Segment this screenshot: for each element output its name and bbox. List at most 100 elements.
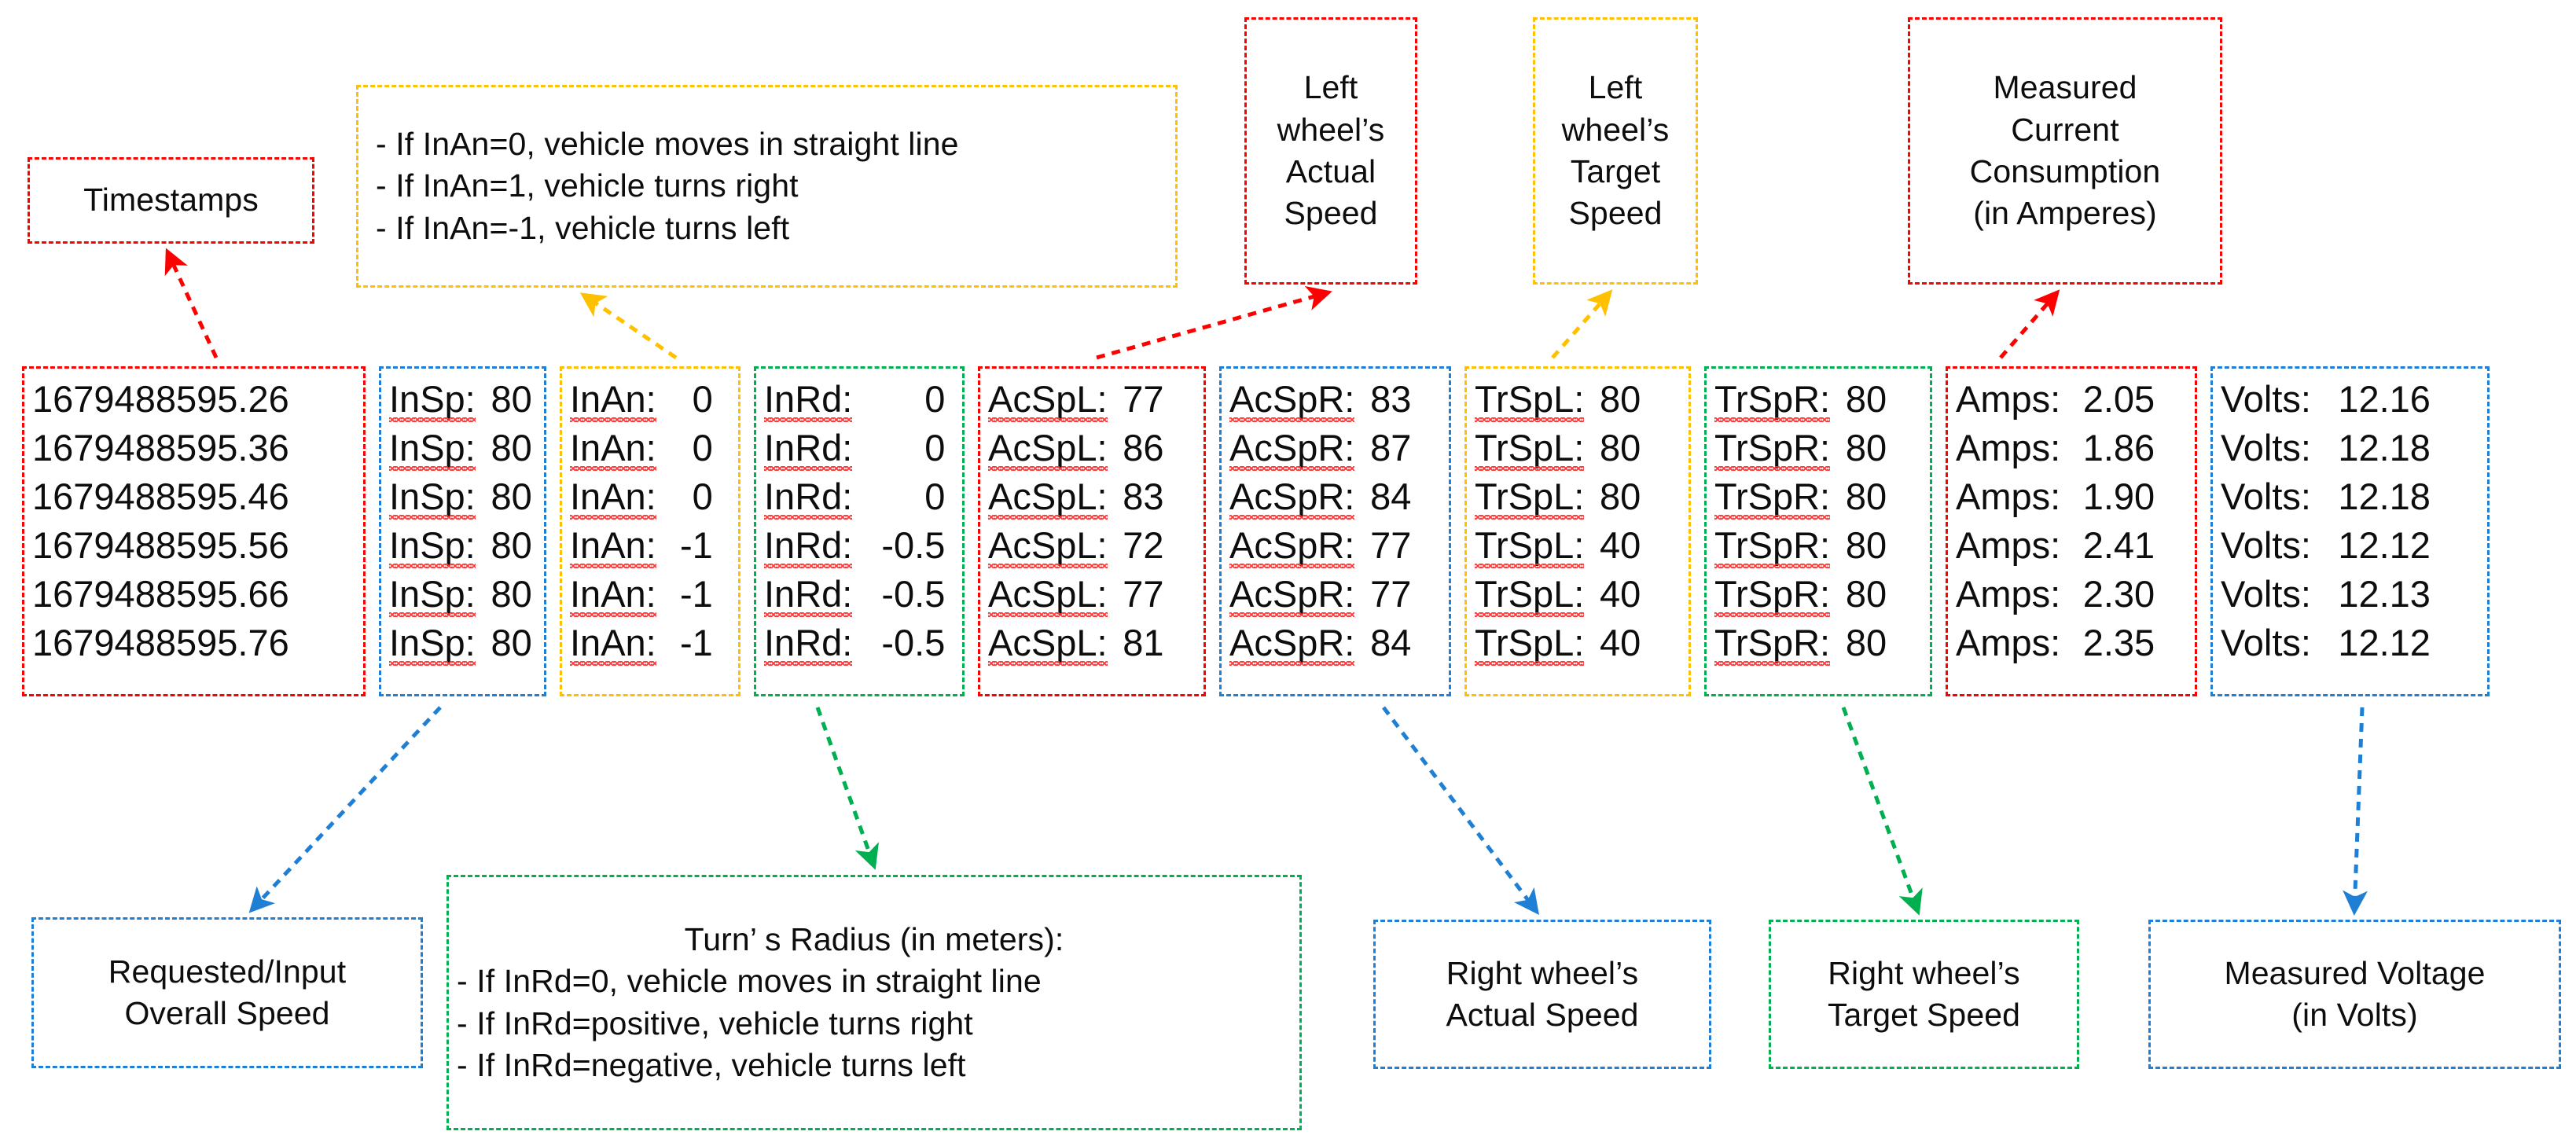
arrow-left-actual-speed — [1096, 285, 1332, 360]
callout-input-overall-speed: Requested/Input Overall Speed — [31, 917, 423, 1068]
field-value-volts: 12.12 — [2338, 524, 2431, 566]
field-label-insp: InSp: — [389, 472, 476, 521]
log-cell: InSp:80 — [389, 619, 538, 667]
arrow-input-overall-speed — [248, 706, 442, 913]
field-label-acspl: AcSpL: — [988, 424, 1108, 472]
callout-input-angle-rules: - If InAn=0, vehicle moves in straight l… — [356, 85, 1178, 288]
field-label-acspr: AcSpR: — [1229, 375, 1355, 424]
callout-line: - If InRd=positive, vehicle turns right — [457, 1005, 973, 1041]
arrow-measured-current — [1999, 289, 2060, 359]
callout-measured-voltage: Measured Voltage (in Volts) — [2148, 920, 2561, 1069]
field-value-trspl: 40 — [1600, 573, 1641, 615]
field-value-timestamp: 1679488595.56 — [32, 524, 289, 566]
field-value-inrd: 0 — [924, 476, 946, 517]
callout-line: Actual Speed — [1446, 997, 1639, 1033]
field-value-timestamp: 1679488595.76 — [32, 622, 289, 663]
field-label-insp: InSp: — [389, 570, 476, 619]
log-cell: AcSpL:77 — [988, 570, 1197, 619]
field-label-acspr: AcSpR: — [1229, 570, 1355, 619]
callout-measured-current-consumption: Measured Current Consumption (in Amperes… — [1908, 17, 2222, 285]
field-value-inan: -1 — [679, 524, 713, 566]
field-label-inan: InAn: — [570, 424, 656, 472]
callout-line: - If InAn=0, vehicle moves in straight l… — [376, 126, 959, 163]
log-cell: 1679488595.46 — [32, 472, 357, 521]
field-label-insp: InSp: — [389, 424, 476, 472]
arrow-right-actual-speed — [1382, 706, 1539, 915]
field-label-acspl: AcSpL: — [988, 619, 1108, 667]
field-label-inrd: InRd: — [764, 424, 853, 472]
field-value-acspr: 87 — [1370, 427, 1412, 468]
callout-line: Timestamps — [83, 182, 259, 219]
callout-line: - If InRd=negative, vehicle turns left — [457, 1046, 966, 1083]
callout-line: Overall Speed — [124, 995, 330, 1031]
field-value-acspl: 77 — [1123, 573, 1164, 615]
callout-turn-radius-rules: Turn’ s Radius (in meters): - If InRd=0,… — [446, 875, 1302, 1130]
callout-line: - If InRd=0, vehicle moves in straight l… — [457, 963, 1042, 1000]
log-cell: Amps:2.41 — [1956, 521, 2188, 570]
callout-left-wheel-actual-speed: Left wheel’s Actual Speed — [1244, 17, 1417, 285]
field-value-inrd: 0 — [924, 427, 946, 468]
field-value-inan: 0 — [692, 427, 713, 468]
log-cell: InAn:-1 — [570, 619, 732, 667]
field-value-inrd: -0.5 — [881, 524, 946, 566]
arrow-turn-radius — [815, 707, 880, 870]
field-value-acspl: 72 — [1123, 524, 1164, 566]
log-cell: InSp:80 — [389, 472, 538, 521]
field-label-volts: Volts: — [2221, 476, 2311, 517]
field-label-inan: InAn: — [570, 472, 656, 521]
field-label-acspl: AcSpL: — [988, 472, 1108, 521]
column-gap — [366, 366, 379, 696]
log-cell: 1679488595.26 — [32, 375, 357, 424]
field-value-trspl: 80 — [1600, 378, 1641, 420]
log-cell: TrSpR:80 — [1714, 472, 1924, 521]
field-value-trspl: 80 — [1600, 427, 1641, 468]
log-cell: InSp:80 — [389, 521, 538, 570]
log-cell: InAn:-1 — [570, 521, 732, 570]
field-value-volts: 12.18 — [2338, 427, 2431, 468]
callout-line: Left — [1588, 69, 1643, 106]
field-value-amps: 2.35 — [2082, 622, 2155, 663]
callout-line: wheel’s — [1277, 111, 1385, 148]
callout-line: - If InAn=-1, vehicle turns left — [376, 209, 790, 246]
field-value-trspl: 40 — [1600, 622, 1641, 663]
field-value-volts: 12.16 — [2338, 378, 2431, 420]
field-label-inan: InAn: — [570, 619, 656, 667]
field-label-inrd: InRd: — [764, 472, 853, 521]
log-cell: Amps:2.05 — [1956, 375, 2188, 424]
log-cell: 1679488595.66 — [32, 570, 357, 619]
log-cell: InRd:-0.5 — [764, 619, 956, 667]
field-value-acspl: 81 — [1123, 622, 1164, 663]
field-value-acspr: 77 — [1370, 573, 1412, 615]
field-value-acspl: 77 — [1123, 378, 1164, 420]
callout-line: Right wheel’s — [1828, 954, 2020, 991]
field-value-trspl: 80 — [1600, 476, 1641, 517]
field-label-trspr: TrSpR: — [1714, 570, 1831, 619]
callout-line: Turn’ s Radius (in meters): — [684, 920, 1064, 957]
field-value-timestamp: 1679488595.46 — [32, 476, 289, 517]
log-cell: TrSpR:80 — [1714, 424, 1924, 472]
log-cell: AcSpL:86 — [988, 424, 1197, 472]
column-gap — [2197, 366, 2210, 696]
column-gap — [740, 366, 754, 696]
field-label-volts: Volts: — [2221, 573, 2311, 615]
log-cell: Volts:12.18 — [2221, 424, 2481, 472]
field-label-volts: Volts: — [2221, 378, 2311, 420]
field-value-inrd: -0.5 — [881, 573, 946, 615]
log-cell: AcSpL: 81 — [988, 619, 1197, 667]
column-gap — [1691, 366, 1704, 696]
field-label-insp: InSp: — [389, 375, 476, 424]
log-cell: InRd:-0.5 — [764, 570, 956, 619]
log-cell: TrSpR:80 — [1714, 619, 1924, 667]
field-value-trspr: 80 — [1845, 622, 1887, 663]
field-value-inrd: -0.5 — [881, 622, 946, 663]
field-value-inan: 0 — [692, 378, 713, 420]
field-label-insp: InSp: — [389, 619, 476, 667]
callout-line: wheel’s — [1561, 111, 1670, 148]
field-value-amps: 2.05 — [2082, 378, 2155, 420]
